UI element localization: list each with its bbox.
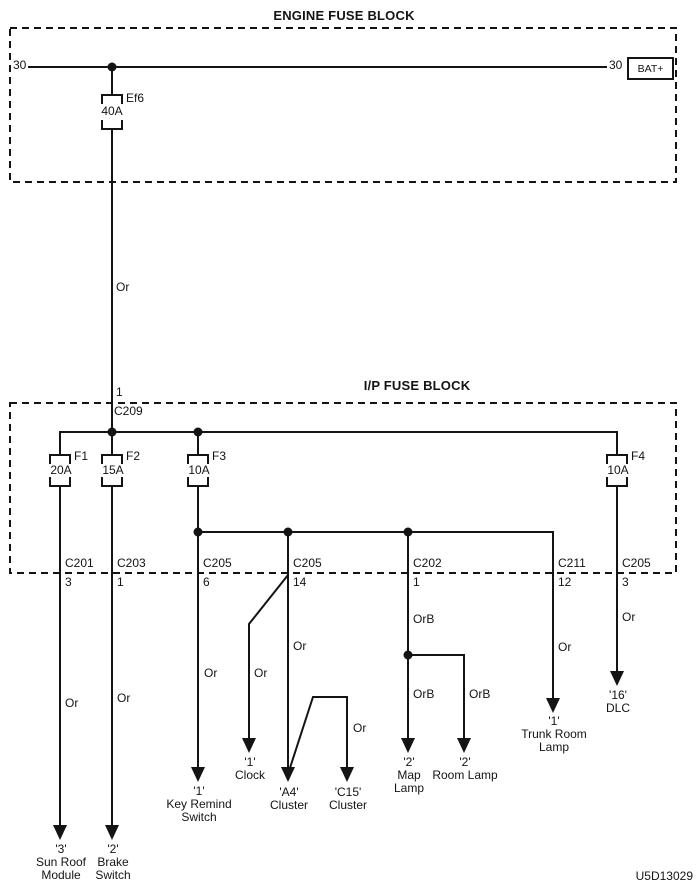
ip-fuse-block-border bbox=[9, 402, 677, 574]
connector-c201-pin: 3 bbox=[65, 575, 72, 589]
battery-terminal-box: BAT+ bbox=[627, 57, 674, 80]
fuse-f4-rating: 10A bbox=[607, 463, 629, 477]
wire-color-sun-roof: Or bbox=[65, 696, 79, 710]
dest-map-lamp-pin: '2' bbox=[403, 755, 415, 769]
drawing-number: U5D13029 bbox=[635, 869, 693, 883]
dest-dlc-pin: '16' bbox=[609, 688, 627, 702]
dest-key-remind-line2: Switch bbox=[181, 810, 217, 824]
arrow-cluster-a4 bbox=[281, 767, 295, 782]
dest-trunk-room-line2: Lamp bbox=[538, 740, 570, 754]
arrowheads bbox=[53, 671, 624, 840]
dest-key-remind-pin: '1' bbox=[193, 784, 205, 798]
dest-sun-roof-line1: Sun Roof bbox=[35, 855, 87, 869]
wire-color-key-remind: Or bbox=[204, 666, 218, 680]
connector-c205-3-name: C205 bbox=[622, 556, 651, 570]
fuse-ef6-name: Ef6 bbox=[126, 91, 145, 105]
terminal-30-left: 30 bbox=[13, 58, 27, 72]
dest-key-remind-line1: Key Remind bbox=[166, 797, 232, 811]
dest-clock-pin: '1' bbox=[244, 755, 256, 769]
fuse-f1-name: F1 bbox=[74, 449, 89, 463]
wire-color-brake: Or bbox=[117, 691, 131, 705]
fuse-ef6-rating: 40A bbox=[101, 104, 123, 118]
arrow-cluster-c15 bbox=[340, 767, 354, 782]
engine-fuse-block-title: ENGINE FUSE BLOCK bbox=[273, 8, 415, 23]
dest-cluster-c15-pin: 'C15' bbox=[334, 785, 362, 799]
arrow-key-remind bbox=[191, 767, 205, 782]
ip-bus-2-and-trunk-wire bbox=[198, 531, 554, 704]
dest-sun-roof-pin: '3' bbox=[55, 842, 67, 856]
dest-brake-line2: Switch bbox=[95, 868, 131, 882]
wire-color-trunk-room: Or bbox=[558, 640, 572, 654]
wire-color-dlc: Or bbox=[622, 610, 636, 624]
ip-fuse-block-title: I/P FUSE BLOCK bbox=[363, 378, 471, 393]
fuse-ef6-symbol-top bbox=[101, 94, 123, 104]
dest-brake-line1: Brake bbox=[97, 855, 129, 869]
wire-color-map-lamp: OrB bbox=[413, 687, 435, 701]
connector-c205-14-pin: 14 bbox=[293, 575, 307, 589]
connector-c202-pin: 1 bbox=[413, 575, 420, 589]
wire-color-clock: Or bbox=[254, 666, 268, 680]
dest-room-lamp-pin: '2' bbox=[459, 755, 471, 769]
dest-map-lamp-line1: Map bbox=[397, 768, 421, 782]
connector-c209-pin: 1 bbox=[116, 385, 123, 399]
fuse-f1-rating: 20A bbox=[50, 463, 72, 477]
fuse-f3-rating: 10A bbox=[188, 463, 210, 477]
dest-cluster-a4-line1: Cluster bbox=[269, 798, 309, 812]
arrow-room-lamp bbox=[457, 738, 471, 753]
ip-bus-1 bbox=[59, 431, 618, 455]
wire-color-room-lamp: OrB bbox=[469, 687, 491, 701]
arrow-sun-roof bbox=[53, 825, 67, 840]
connector-c205-6-name: C205 bbox=[203, 556, 232, 570]
connector-c209-name: C209 bbox=[114, 404, 143, 418]
terminal-30-right: 30 bbox=[609, 58, 623, 72]
arrow-dlc bbox=[610, 671, 624, 686]
dest-trunk-room-line1: Trunk Room bbox=[521, 727, 587, 741]
dest-trunk-room-pin: '1' bbox=[548, 714, 560, 728]
fuse-f3-name: F3 bbox=[212, 449, 227, 463]
wire-color-c202-feed: OrB bbox=[413, 612, 435, 626]
connector-c205-6-pin: 6 bbox=[203, 575, 210, 589]
fuse-f2-rating: 15A bbox=[102, 463, 124, 477]
dest-sun-roof-line2: Module bbox=[41, 868, 81, 882]
arrow-trunk-room-lamp bbox=[546, 698, 560, 713]
fuse-f2-name: F2 bbox=[126, 449, 141, 463]
fuse-ef6-symbol-bottom bbox=[101, 120, 123, 130]
wire-clock bbox=[248, 574, 289, 747]
dest-room-lamp-line1: Room Lamp bbox=[432, 768, 498, 782]
wire-color-cluster-a4: Or bbox=[293, 639, 307, 653]
wire-color-cluster-c15: Or bbox=[353, 721, 367, 735]
junction-dots bbox=[107, 62, 413, 660]
fuse-f4-name: F4 bbox=[631, 449, 646, 463]
wire-cluster-c15 bbox=[287, 696, 348, 776]
dest-clock-line1: Clock bbox=[234, 768, 266, 782]
dest-dlc-line1: DLC bbox=[605, 701, 631, 715]
dest-cluster-a4-pin: 'A4' bbox=[279, 785, 299, 799]
connector-c203-pin: 1 bbox=[117, 575, 124, 589]
arrow-brake bbox=[105, 825, 119, 840]
arrow-clock bbox=[242, 738, 256, 753]
dest-brake-pin: '2' bbox=[107, 842, 119, 856]
connector-c211-name: C211 bbox=[558, 556, 586, 570]
wire-color-main: Or bbox=[116, 280, 130, 294]
connector-c201-name: C201 bbox=[65, 556, 94, 570]
connector-c205-3-pin: 3 bbox=[622, 575, 629, 589]
dest-map-lamp-line2: Lamp bbox=[393, 781, 425, 795]
arrow-map-lamp bbox=[401, 738, 415, 753]
connector-c203-name: C203 bbox=[117, 556, 146, 570]
connector-c202-name: C202 bbox=[413, 556, 442, 570]
connector-c211-pin: 12 bbox=[558, 575, 572, 589]
engine-fuse-block-border bbox=[9, 27, 677, 183]
connector-c205-14-name: C205 bbox=[293, 556, 322, 570]
wire-room-lamp bbox=[408, 654, 465, 747]
dest-cluster-c15-line1: Cluster bbox=[328, 798, 368, 812]
battery-terminal-label: BAT+ bbox=[637, 62, 664, 75]
